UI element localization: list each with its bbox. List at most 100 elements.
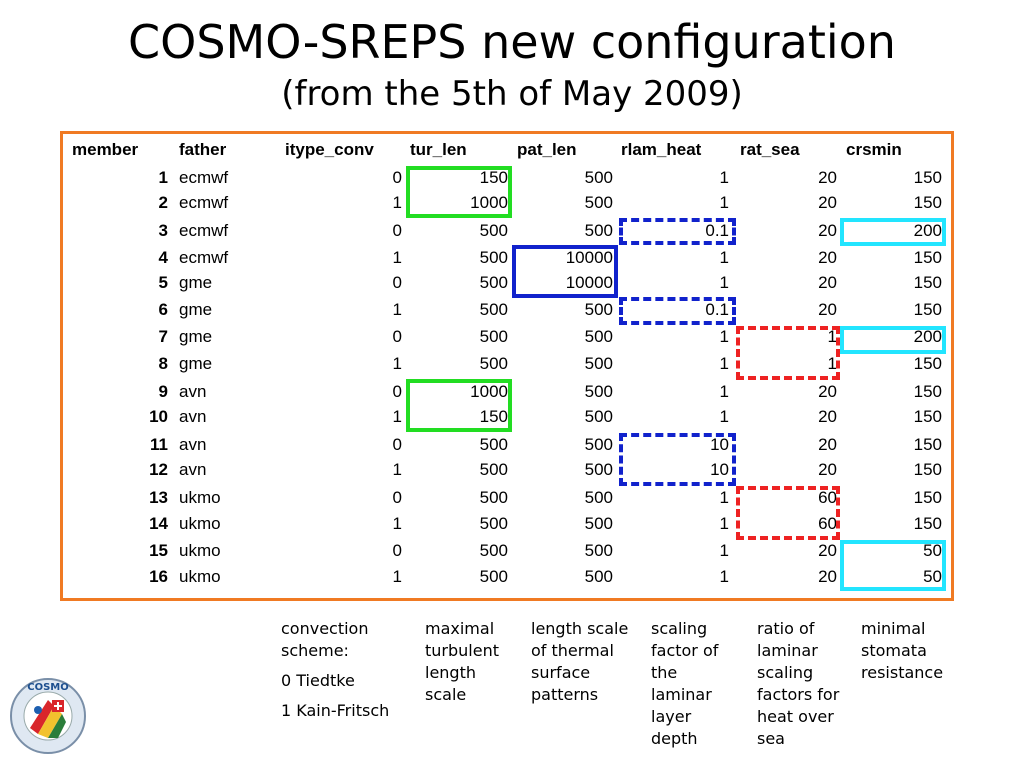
table-cell: ukmo [179, 541, 221, 560]
note-line: depth [651, 729, 698, 748]
table-cell: ukmo [179, 514, 221, 533]
table-cell: 1 [392, 193, 402, 212]
cyan-highlight-box [840, 218, 946, 246]
cosmo-logo: COSMO [10, 678, 86, 754]
note-line: scaling [651, 619, 708, 638]
table-cell: 4 [158, 248, 168, 267]
table-cell: 1 [719, 273, 729, 292]
blue-highlight-box [619, 433, 736, 486]
table-cell: 150 [913, 273, 942, 292]
table-cell: 150 [913, 354, 942, 373]
note-line: 1 Kain-Fritsch [281, 701, 390, 720]
note-line: heat over [757, 707, 834, 726]
note-line: of thermal [531, 641, 614, 660]
table-cell: 20 [818, 435, 837, 454]
note-line: factor of [651, 641, 719, 660]
table-cell: 150 [913, 514, 942, 533]
table-cell: 500 [584, 193, 613, 212]
table-cell: 20 [818, 193, 837, 212]
table-cell: 9 [158, 382, 168, 401]
table-cell: 20 [818, 300, 837, 319]
table-cell: 0.1 [705, 221, 729, 240]
table-cell: 1 [392, 354, 402, 373]
table-cell: 1 [719, 567, 729, 586]
table-cell: 1 [719, 488, 729, 507]
table-cell: 20 [818, 221, 837, 240]
table-cell: 0 [392, 488, 402, 507]
table-cell: avn [179, 382, 207, 401]
cyan-highlight-box [840, 540, 946, 591]
table-cell: 1 [827, 327, 837, 346]
table-cell: 500 [584, 541, 613, 560]
note-line: length scale [531, 619, 629, 638]
table-cell: 13 [149, 488, 168, 507]
table-cell: 500 [584, 460, 613, 479]
table-cell: 500 [584, 567, 613, 586]
table-cell: 500 [479, 488, 508, 507]
slide-subtitle: (from the 5th of May 2009) [281, 74, 743, 114]
table-cell: 500 [584, 354, 613, 373]
table-cell: 50 [923, 567, 942, 586]
table-cell: 50 [923, 541, 942, 560]
table-cell: 0.1 [705, 300, 729, 319]
table-cell: 150 [913, 300, 942, 319]
note-line: stomata [861, 641, 927, 660]
table-cell: 0 [392, 273, 402, 292]
table-cell: avn [179, 460, 207, 479]
table-cell: ukmo [179, 567, 221, 586]
table-cell: 150 [913, 193, 942, 212]
table-cell: 20 [818, 541, 837, 560]
note-line: factors for [757, 685, 840, 704]
cyan-highlight-box [840, 326, 946, 354]
table-cell: 16 [149, 567, 168, 586]
note-line: 0 Tiedtke [281, 671, 355, 690]
table-cell: 1 [719, 382, 729, 401]
table-cell: 1000 [470, 193, 508, 212]
table-cell: 20 [818, 273, 837, 292]
table-cell: 6 [158, 300, 168, 319]
note-line: scaling [757, 663, 814, 682]
note-line: length [425, 663, 476, 682]
table-frame [60, 131, 954, 601]
table-cell: 150 [479, 407, 508, 426]
table-cell: 1 [719, 248, 729, 267]
table-cell: 150 [913, 407, 942, 426]
note-line: surface [531, 663, 591, 682]
note-line: convection [281, 619, 369, 638]
note-line [281, 662, 389, 670]
table-cell: 1 [719, 168, 729, 187]
table-cell: ecmwf [179, 221, 229, 240]
table-cell: gme [179, 327, 213, 346]
table-cell: 500 [584, 514, 613, 533]
table-cell: 500 [479, 567, 508, 586]
table-cell: 1 [719, 407, 729, 426]
column-header-member: member [72, 140, 139, 159]
table-cell: 1000 [470, 382, 508, 401]
note-line: the [651, 663, 678, 682]
table-cell: 500 [479, 435, 508, 454]
table-cell: 8 [158, 354, 168, 373]
table-cell: 500 [584, 488, 613, 507]
table-cell: 150 [913, 248, 942, 267]
table-cell: 150 [479, 168, 508, 187]
table-cell: 500 [479, 248, 508, 267]
note-line: maximal [425, 619, 495, 638]
table-cell: 10 [149, 407, 168, 426]
green-highlight-box [406, 166, 512, 218]
table-cell: gme [179, 273, 213, 292]
column-header-crsmin: crsmin [846, 140, 902, 159]
table-cell: 0 [392, 382, 402, 401]
table-cell: 11 [150, 435, 168, 454]
table-cell: 150 [913, 382, 942, 401]
table-cell: 500 [584, 382, 613, 401]
table-cell: 500 [479, 327, 508, 346]
table-cell: ecmwf [179, 193, 229, 212]
table-cell: ukmo [179, 488, 221, 507]
table-cell: 500 [479, 514, 508, 533]
table-cell: 10000 [565, 248, 613, 267]
green-highlight-box [406, 379, 512, 432]
